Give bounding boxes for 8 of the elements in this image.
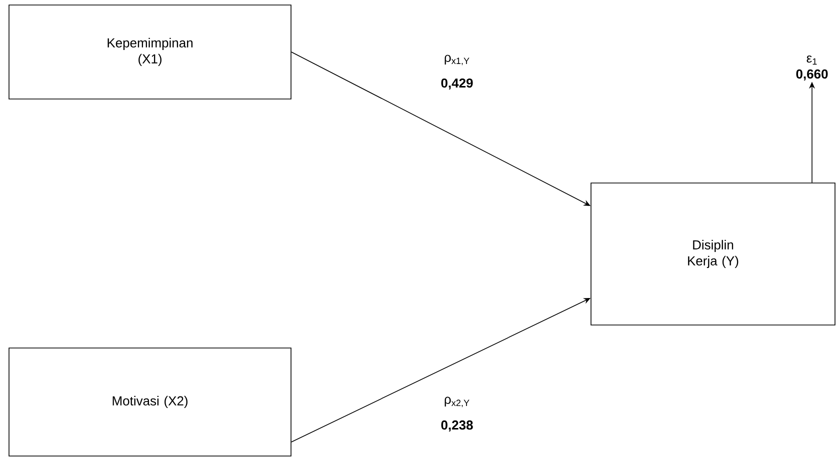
process-box: Kepemimpinan (X1) — [8, 4, 292, 100]
process-box: Disiplin Kerja (Y) — [590, 182, 836, 326]
coefficient-value: 0,429 — [441, 78, 473, 90]
coefficient-value: 0,238 — [441, 420, 473, 432]
path-label: ρ$_{x1,Y}$ — [444, 54, 470, 66]
path-label: ρ$_{x2,Y}$ — [444, 396, 470, 408]
process-box: Motivasi (X2) — [8, 348, 292, 456]
error-term-label: ε$_{1}$ 0,660 — [796, 55, 828, 80]
